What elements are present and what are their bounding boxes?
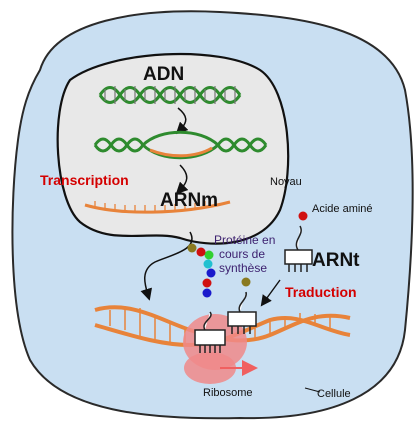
transcription-bubble xyxy=(93,130,268,160)
label-transcription: Transcription xyxy=(40,172,129,188)
dna-helix xyxy=(98,86,242,104)
trna-icon xyxy=(194,311,226,353)
label-adn: ADN xyxy=(143,64,184,85)
label-noyau: Noyau xyxy=(270,176,302,188)
protein-chain xyxy=(187,243,216,298)
label-arnm: ARNm xyxy=(160,190,218,211)
label-traduction: Traduction xyxy=(285,284,357,300)
label-arnt: ARNt xyxy=(312,250,360,271)
amino-acid xyxy=(298,211,308,221)
label-proteine-3: synthèse xyxy=(219,261,267,275)
arrow-icon xyxy=(175,164,189,195)
label-ribosome: Ribosome xyxy=(203,387,253,399)
label-acide-amine: Acide aminé xyxy=(312,203,373,215)
amino-acid xyxy=(241,277,251,287)
arrow-icon xyxy=(175,107,189,135)
mrna-nucleus xyxy=(84,199,231,214)
leader-line xyxy=(304,387,321,393)
arrow-icon xyxy=(260,279,281,307)
trna-icon xyxy=(284,225,313,272)
trna-icon xyxy=(227,291,257,334)
label-cellule: Cellule xyxy=(317,388,351,400)
label-proteine-2: cours de xyxy=(219,247,265,261)
label-proteine-1: Protéine en xyxy=(214,233,275,247)
